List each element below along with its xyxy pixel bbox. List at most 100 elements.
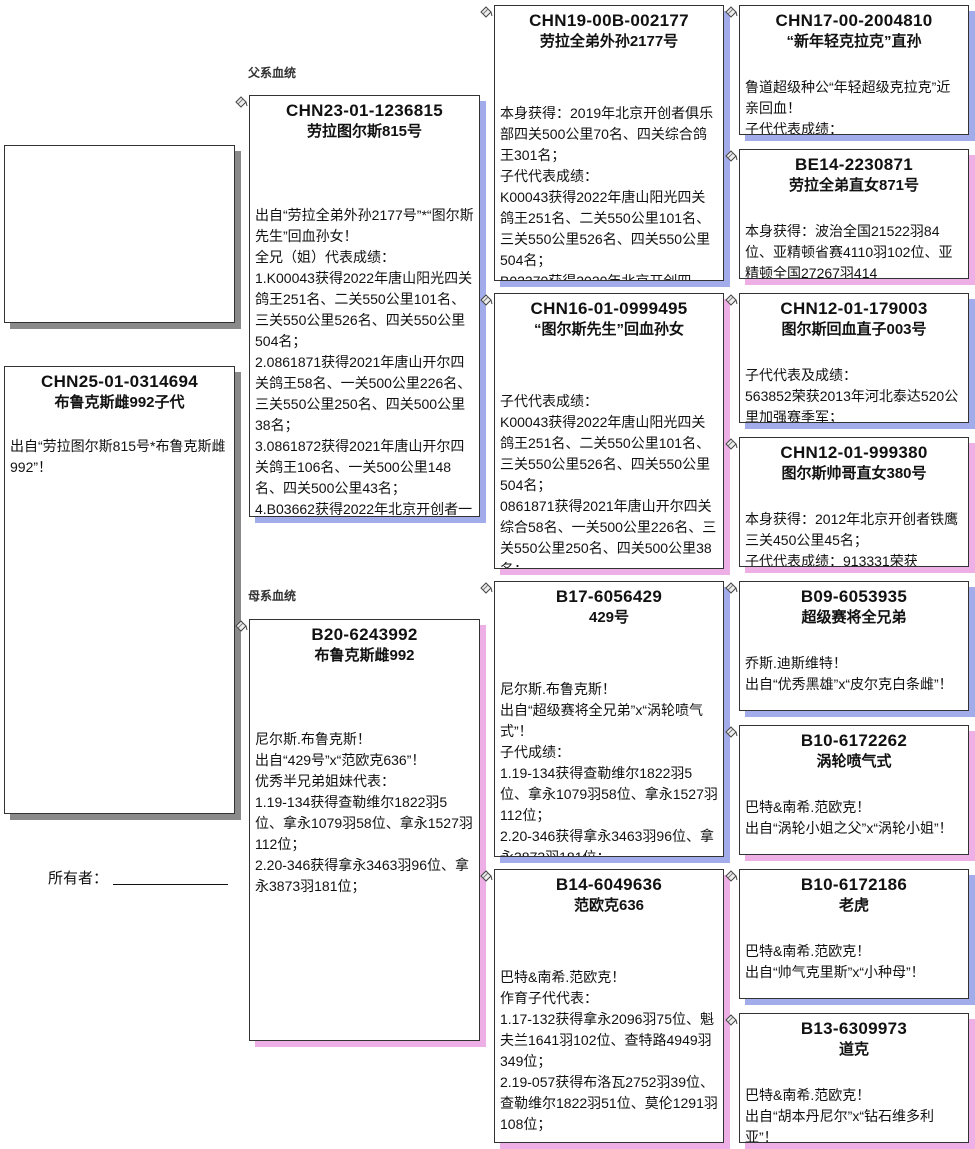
- description-line: 2.19-057获得布洛瓦2752羽39位、查勒维尔1822羽51位、莫伦129…: [500, 1074, 718, 1132]
- pigeon-name: 涡轮喷气式: [816, 753, 892, 770]
- ring-number: B10-6172186: [800, 875, 908, 894]
- pigeon-description: 巴特&南希.范欧克！ 出自“涡轮小姐之父”x“涡轮小姐”！: [740, 797, 968, 839]
- ring-number: B17-6056429: [555, 587, 663, 606]
- edit-bucket-icon[interactable]: [724, 582, 738, 596]
- pedigree-card-sire[interactable]: CHN23-01-1236815 劳拉图尔斯815号出自“劳拉全弟外孙2177号”…: [249, 95, 480, 517]
- description-line: 出自“优秀黑雄”x“皮尔克白条雌”！: [745, 676, 953, 692]
- pigeon-name: 429号: [588, 609, 630, 626]
- edit-bucket-icon[interactable]: [724, 294, 738, 308]
- pigeon-name: 老虎: [838, 897, 869, 914]
- edit-bucket-icon[interactable]: [724, 6, 738, 20]
- description-line: 巴特&南希.范欧克！: [745, 799, 871, 815]
- pedigree-card-subject[interactable]: CHN25-01-0314694 布鲁克斯雌992子代出自“劳拉图尔斯815号*布…: [4, 366, 235, 814]
- pigeon-name: 图尔斯回血直子003号: [781, 321, 927, 338]
- edit-bucket-icon[interactable]: [479, 870, 493, 884]
- pigeon-name: 劳拉图尔斯815号: [306, 123, 423, 140]
- pedigree-card-ds[interactable]: B17-6056429 429号尼尔斯.布鲁克斯！ 出自“超级赛将全兄弟”x“涡轮喷…: [494, 581, 724, 857]
- description-line: 563852荣获2013年河北泰达520公里加强赛季军；: [745, 388, 959, 423]
- ring-number: B14-6049636: [555, 875, 663, 894]
- sire-section-label: 父系血统: [248, 66, 297, 80]
- description-line: 出自“帅气克里斯”x“小种母”！: [745, 964, 925, 980]
- description-line: 出自“429号”x“范欧克636”！: [255, 752, 426, 768]
- edit-bucket-icon[interactable]: [479, 294, 493, 308]
- pigeon-description: 本身获得：波治全国21522羽84位、亚精顿省赛4110羽102位、亚精顿全国2…: [740, 221, 968, 278]
- edit-bucket-icon[interactable]: [724, 1014, 738, 1028]
- edit-bucket-icon[interactable]: [479, 6, 493, 20]
- description-line: 2.0861871获得2021年唐山开尔四关鸽王58名、一关500公里226名、…: [255, 354, 472, 433]
- description-line: 子代代表成绩：: [500, 168, 598, 184]
- edit-bucket-icon[interactable]: [724, 726, 738, 740]
- ring-number: B20-6243992: [311, 625, 418, 644]
- description-line: 2.20-346获得拿永3463羽96位、拿永3873羽181位；: [500, 828, 714, 857]
- description-line: 0861871获得2021年唐山开尔四关综合58名、一关500公里226名、三关…: [500, 498, 717, 569]
- description-line: 1.K00043获得2022年唐山阳光四关鸽王251名、二关550公里101名、…: [255, 270, 473, 349]
- description-line: 出自“劳拉全弟外孙2177号”*“图尔斯先生”回血孙女！: [255, 207, 474, 244]
- description-line: 出自“涡轮小姐之父”x“涡轮小姐”！: [745, 820, 953, 836]
- description-line: 出自“超级赛将全兄弟”x“涡轮喷气式”！: [500, 702, 703, 739]
- pigeon-description: 子代代表成绩： K00043获得2022年唐山阳光四关鸽王251名、二关550公里…: [495, 391, 723, 569]
- pigeon-name: “新年轻克拉克”直孙: [786, 33, 922, 50]
- pigeon-name: “图尔斯先生”回血孙女: [533, 321, 684, 338]
- ring-number: B10-6172262: [800, 731, 908, 750]
- ring-number: CHN19-00B-002177: [529, 11, 689, 30]
- edit-bucket-icon[interactable]: [479, 582, 493, 596]
- pigeon-description: 巴特&南希.范欧克！出自“胡本丹尼尔”x“钻石维多利亚”！: [740, 1085, 968, 1143]
- pedigree-card-dam[interactable]: B20-6243992 布鲁克斯雌992 尼尔斯.布鲁克斯！ 出自“429号”x“范欧…: [249, 619, 480, 1041]
- ring-number: CHN12-01-999380: [780, 443, 928, 462]
- ring-number: CHN25-01-0314694: [41, 372, 198, 391]
- description-line: 巴特&南希.范欧克！: [745, 943, 871, 959]
- edit-bucket-icon[interactable]: [724, 150, 738, 164]
- pigeon-description: 尼尔斯.布鲁克斯！出自“429号”x“范欧克636”！优秀半兄弟姐妹代表：1.1…: [250, 729, 479, 897]
- description-line: 3.0861872获得2021年唐山开尔四关鸽王106名、一关500公里148名…: [255, 438, 465, 496]
- description-line: B02370获得2020年北京开创四: [500, 273, 692, 281]
- pedigree-card-dd[interactable]: B14-6049636 范欧克636 巴特&南希.范欧克！ 作育子代代表： 1.17-1…: [494, 869, 724, 1143]
- pigeon-description: 出自“劳拉图尔斯815号*布鲁克斯雌992”！: [5, 436, 234, 478]
- description-line: 尼尔斯.布鲁克斯！: [500, 681, 616, 697]
- description-line: K00043获得2022年唐山阳光四关鸽王251名、二关550公里101名、三关…: [500, 414, 711, 493]
- description-line: 子代代表成绩：: [500, 393, 598, 409]
- description-line: 尼尔斯.布鲁克斯！: [255, 731, 371, 747]
- pigeon-name: 图尔斯帅哥直女380号: [781, 465, 927, 482]
- edit-bucket-icon[interactable]: [724, 870, 738, 884]
- description-line: 鲁道超级种公“年轻超级克拉克”近亲回血！: [745, 79, 951, 116]
- pigeon-description: 乔斯.迪斯维特！ 出自“优秀黑雄”x“皮尔克白条雌”！: [740, 653, 968, 695]
- pigeon-name: 布鲁克斯雌992: [314, 647, 415, 664]
- description-line: 子代成绩：: [500, 744, 570, 760]
- description-line: 1.17-132获得拿永2096羽75位、魁夫兰1641羽102位、查特路494…: [500, 1011, 714, 1069]
- ring-number: B13-6309973: [800, 1019, 908, 1038]
- description-line: 1.19-134获得查勒维尔1822羽5位、拿永1079羽58位、拿永1527羽…: [500, 765, 718, 823]
- pigeon-description: 本身获得：2019年北京开创者俱乐部四关500公里70名、四关综合鸽王301名；…: [495, 103, 723, 281]
- owner-field[interactable]: [113, 884, 228, 885]
- description-line: 本身获得：2019年北京开创者俱乐部四关500公里70名、四关综合鸽王301名；: [500, 105, 714, 163]
- pedigree-card-dds[interactable]: B10-6172186 老虎巴特&南希.范欧克！ 出自“帅气克里斯”x“小种母”！: [739, 869, 969, 999]
- description-line: 出自“胡本丹尼尔”x“钻石维多利亚”！: [745, 1108, 934, 1143]
- edit-bucket-icon[interactable]: [234, 96, 248, 110]
- edit-bucket-icon[interactable]: [234, 620, 248, 634]
- description-line: 2.20-346获得拿永3463羽96位、拿永3873羽181位；: [255, 857, 469, 894]
- ring-number: CHN17-00-2004810: [775, 11, 933, 30]
- pigeon-description: 巴特&南希.范欧克！ 作育子代代表： 1.17-132获得拿永2096羽75位、魁夫…: [495, 967, 723, 1135]
- pedigree-card-sd[interactable]: CHN16-01-0999495 “图尔斯先生”回血孙女子代代表成绩： K00043…: [494, 293, 724, 569]
- pigeon-name: 布鲁克斯雌992子代: [54, 394, 185, 411]
- edit-bucket-icon[interactable]: [724, 438, 738, 452]
- description-line: 巴特&南希.范欧克！: [500, 969, 626, 985]
- pedigree-card-sss[interactable]: CHN17-00-2004810 “新年轻克拉克”直孙鲁道超级种公“年轻超级克拉克…: [739, 5, 969, 135]
- description-line: 作育子代代表：: [500, 990, 598, 1006]
- ring-number: CHN16-01-0999495: [530, 299, 688, 318]
- description-line: 出自“劳拉图尔斯815号*布鲁克斯雌992”！: [10, 438, 226, 475]
- description-line: 子代代表成绩：913331荣获: [745, 553, 918, 567]
- pigeon-name: 范欧克636: [573, 897, 645, 914]
- pigeon-description: 鲁道超级种公“年轻超级克拉克”近亲回血！子代代表成绩：: [740, 77, 968, 134]
- description-line: 乔斯.迪斯维特！: [745, 655, 847, 671]
- description-line: 1.19-134获得查勒维尔1822羽5位、拿永1079羽58位、拿永1527羽…: [255, 794, 473, 852]
- pedigree-card-dsd[interactable]: B10-6172262 涡轮喷气式巴特&南希.范欧克！ 出自“涡轮小姐之父”x“涡轮…: [739, 725, 969, 855]
- description-line: K00043获得2022年唐山阳光四关鸽王251名、二关550公里101名、三关…: [500, 189, 711, 268]
- pigeon-name: 劳拉全弟直女871号: [788, 177, 920, 194]
- ring-number: CHN23-01-1236815: [286, 101, 443, 120]
